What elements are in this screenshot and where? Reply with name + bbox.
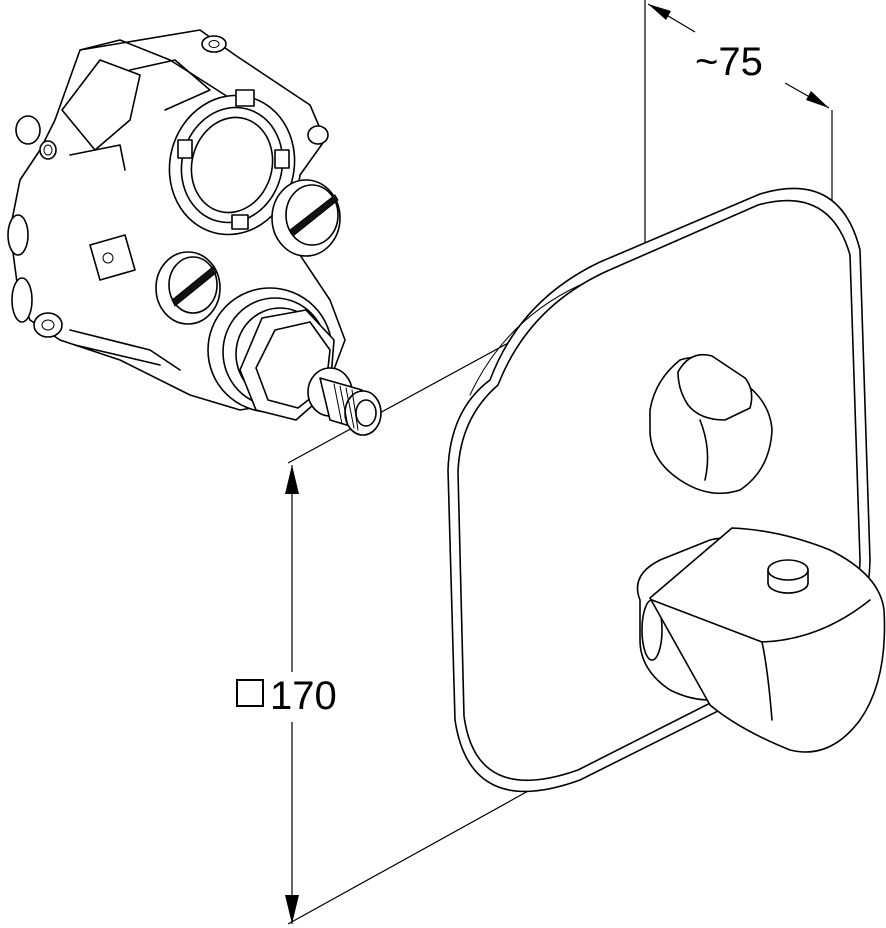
diverter-knob-contour [699, 419, 709, 481]
housing-side-boss [11, 277, 33, 323]
housing-rib-top [61, 59, 141, 151]
cover-plate-edge-highlight [469, 284, 581, 396]
mounting-lug-left-hole [43, 144, 53, 156]
size-arrowhead-top [285, 465, 299, 494]
ring-tab-left [177, 139, 193, 159]
spindle-tip-face [355, 399, 377, 427]
housing-rib-top-2 [129, 59, 211, 111]
thermostat-handle-top-edge [761, 599, 871, 643]
mounting-lug-bottom-hole [41, 319, 55, 331]
depth-arrowhead-left [648, 4, 671, 20]
spindle-splines [333, 383, 359, 431]
plug-screw-left-slot [171, 265, 218, 307]
mounting-lug-right [307, 125, 329, 145]
mounting-lug-left-inner [39, 140, 57, 160]
housing-bracket [89, 234, 136, 281]
ring-tab-bottom [231, 214, 249, 230]
size-dimension-value: 170 [270, 674, 337, 718]
outlet-ring-bore [190, 116, 274, 214]
thermostat-handle-head [649, 527, 886, 753]
size-dimension-label: 170 [236, 676, 337, 716]
size-arrowhead-bottom [285, 895, 299, 924]
size-extension-line-bottom [287, 789, 531, 925]
thermostat-handle [636, 527, 886, 753]
plug-screw-right-face [285, 184, 339, 246]
housing-base-edge-2 [74, 344, 161, 366]
bracket-hole [102, 252, 114, 264]
housing-side-boss-2 [7, 214, 29, 256]
valve-body [7, 29, 382, 436]
diverter-knob [649, 353, 773, 495]
diverter-knob-lever [677, 353, 753, 421]
square-symbol-icon [236, 679, 264, 707]
mounting-lug-top [201, 35, 227, 53]
mounting-lug-top-hole [208, 40, 220, 48]
mounting-lug-left [15, 115, 41, 145]
housing-wing [69, 144, 126, 171]
ring-tab-right [274, 149, 290, 169]
ring-tab-top [235, 89, 255, 107]
mounting-lug-bottom [33, 312, 63, 338]
depth-arrowhead-right [806, 91, 829, 108]
plug-screw-right-slot [289, 194, 339, 237]
housing-base-edge [69, 329, 181, 371]
plug-screw-left-face [168, 256, 218, 314]
safety-stop-button-top [767, 559, 809, 581]
depth-dimension-label: ~75 [695, 40, 763, 84]
